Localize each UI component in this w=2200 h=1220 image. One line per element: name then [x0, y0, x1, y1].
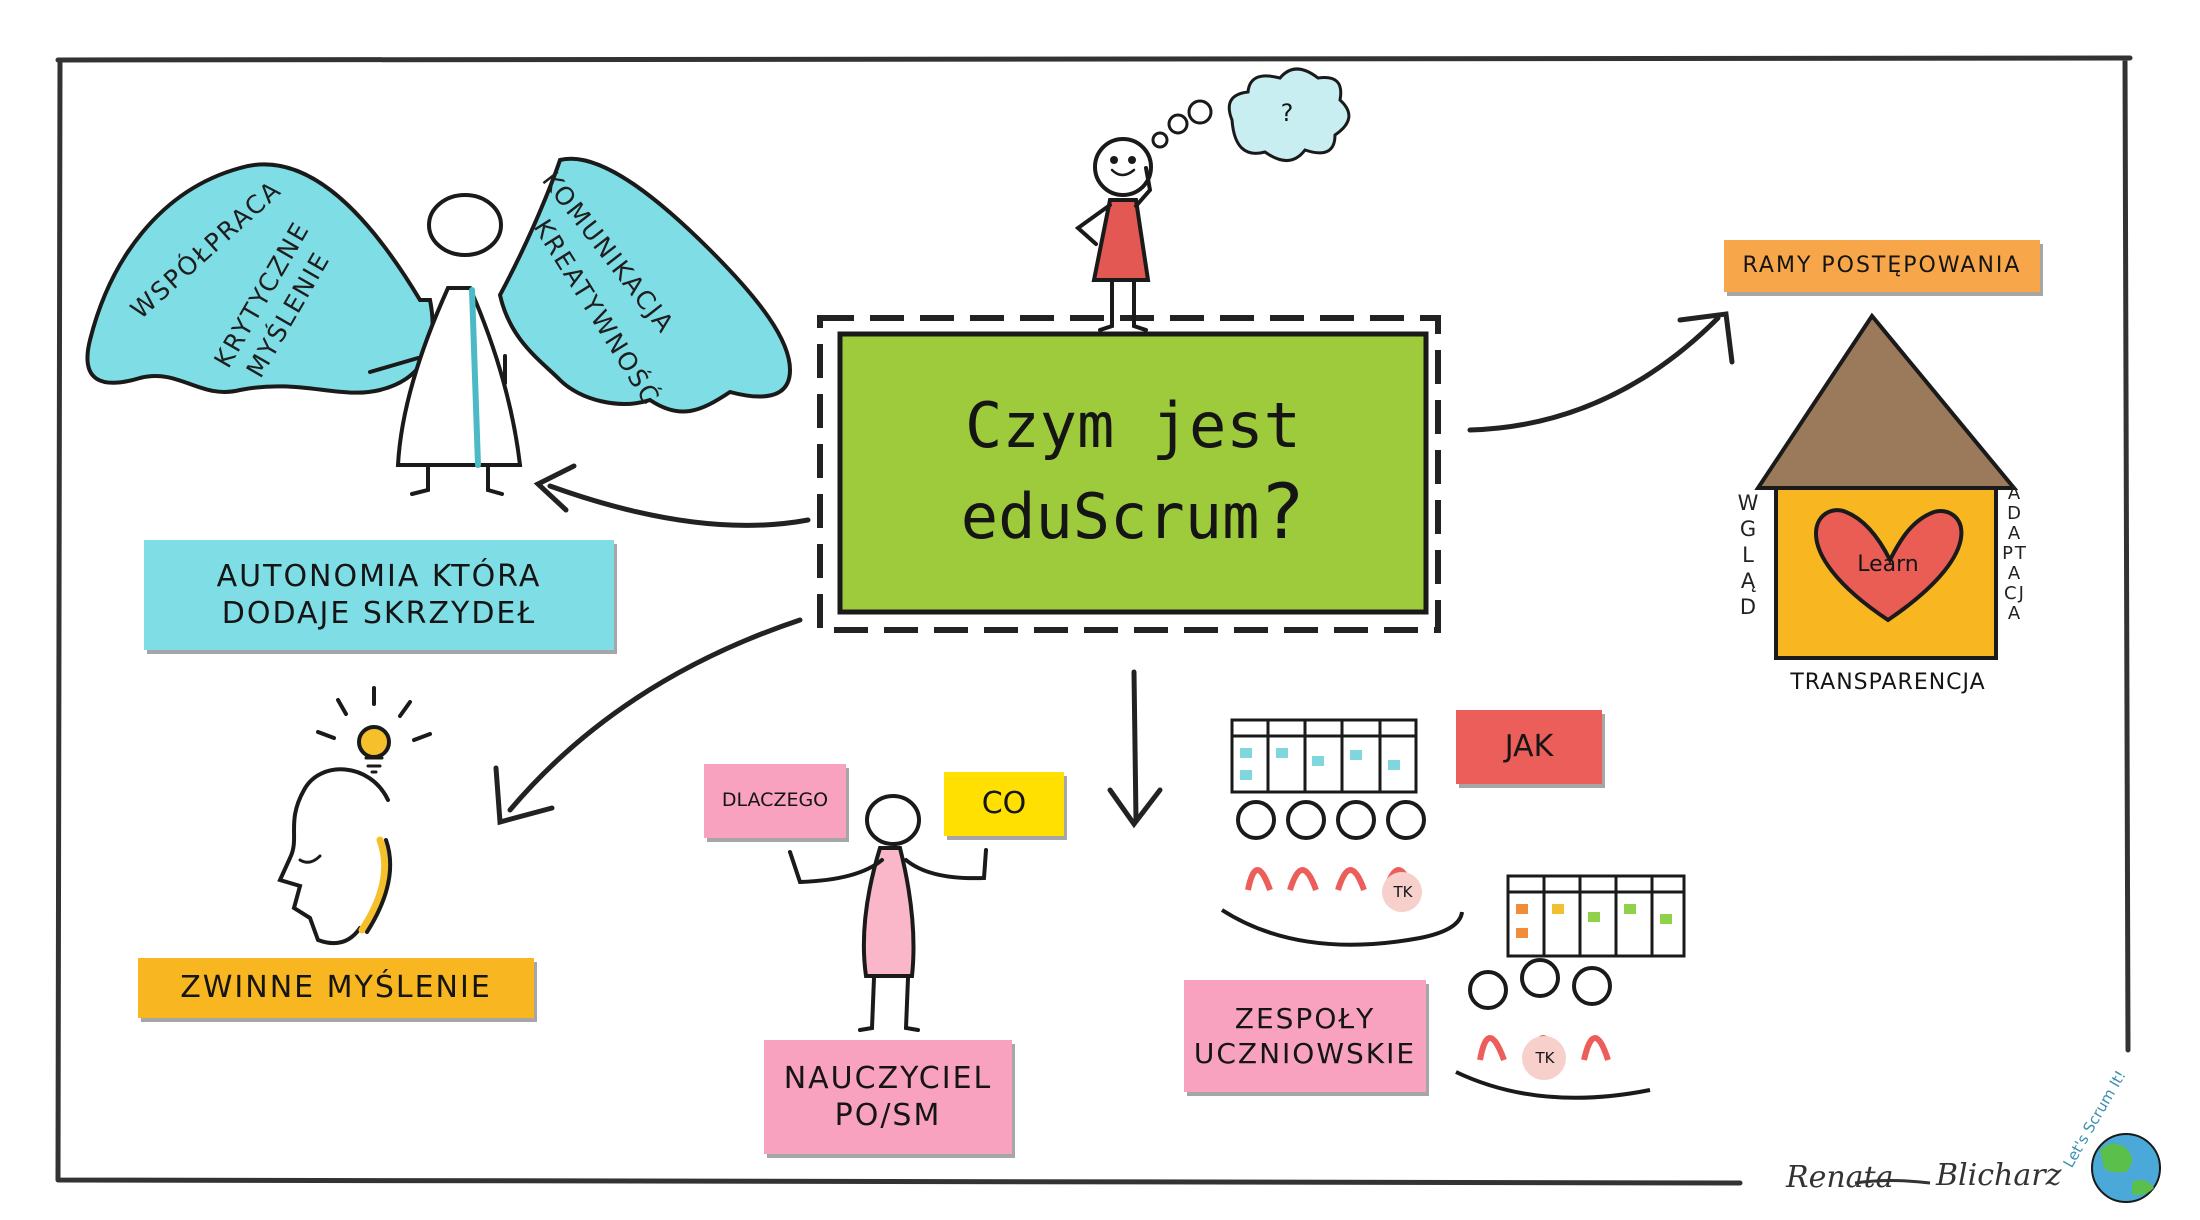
teacher-line-1: NAUCZYCIEL: [783, 1060, 993, 1096]
why-label: DLACZEGO: [704, 764, 846, 838]
angel-wings: [85, 156, 793, 414]
team-badge-bottom: TK: [1535, 1048, 1555, 1067]
team-board-bottom: [1506, 874, 1686, 958]
signature-line: [1854, 1179, 1931, 1185]
student-team-top: [1220, 800, 1464, 947]
title-line-1: Czym jest: [965, 388, 1301, 462]
teams-line-1: ZESPOŁY: [1234, 1002, 1376, 1035]
page-title: Czym jest eduScrum?: [842, 336, 1424, 610]
thinking-person-figure: [1074, 137, 1153, 332]
autonomy-line-1: AUTONOMIA KTÓRA: [216, 558, 542, 594]
transparency-label: TRANSPARENCJA: [1790, 670, 1986, 696]
heart-learn-label: Learn: [1857, 552, 1919, 578]
autonomy-label: AUTONOMIA KTÓRA DODAJE SKRZYDEŁ: [144, 540, 614, 650]
framework-label: RAMY POSTĘPOWANIA: [1724, 240, 2040, 292]
thought-question-mark: ?: [1280, 99, 1294, 127]
teacher-line-2: PO/SM: [834, 1098, 942, 1133]
agile-thinking-label: ZWINNE MYŚLENIE: [138, 958, 534, 1018]
student-teams-label: ZESPOŁY UCZNIOWSKIE: [1184, 980, 1426, 1092]
how-label: JAK: [1456, 710, 1602, 784]
arrow-to-autonomy: [533, 463, 811, 528]
title-line-2: eduScrum?: [961, 464, 1305, 559]
title-question-mark: ?: [1259, 467, 1306, 557]
title-box: [837, 331, 1429, 615]
arrow-to-framework: [1467, 311, 1735, 433]
student-team-bottom: [1455, 958, 1651, 1100]
autonomy-line-2: DODAJE SKRZYDEŁ: [221, 596, 537, 631]
thinking-head-figure: [277, 686, 432, 945]
team-board-top: [1230, 718, 1418, 794]
page-frame: [55, 55, 2133, 1186]
arrow-to-teams: [1107, 669, 1163, 829]
arrow-to-agile: [493, 617, 803, 826]
title-dashed-border: [817, 315, 1441, 633]
what-label: CO: [944, 772, 1064, 836]
globe-logo-icon: [2091, 1133, 2161, 1203]
teacher-label: NAUCZYCIEL PO/SM: [764, 1040, 1012, 1154]
thought-bubble: [1151, 67, 1351, 162]
scrum-house: [1754, 312, 2019, 660]
teams-line-2: UCZNIOWSKIE: [1193, 1037, 1417, 1070]
insight-vertical-label: WGLĄD: [1737, 491, 1761, 619]
angel-figure: [368, 193, 523, 496]
title-line-2-text: eduScrum: [960, 480, 1260, 554]
adaptation-vertical-label: ADAPTACJA: [2002, 483, 2028, 624]
teacher-figure: [788, 794, 988, 1032]
signature-first-name: Renata: [1786, 1160, 1894, 1195]
signature-last-name: Blicharz: [1936, 1158, 2062, 1193]
team-badge-top: TK: [1393, 882, 1413, 901]
